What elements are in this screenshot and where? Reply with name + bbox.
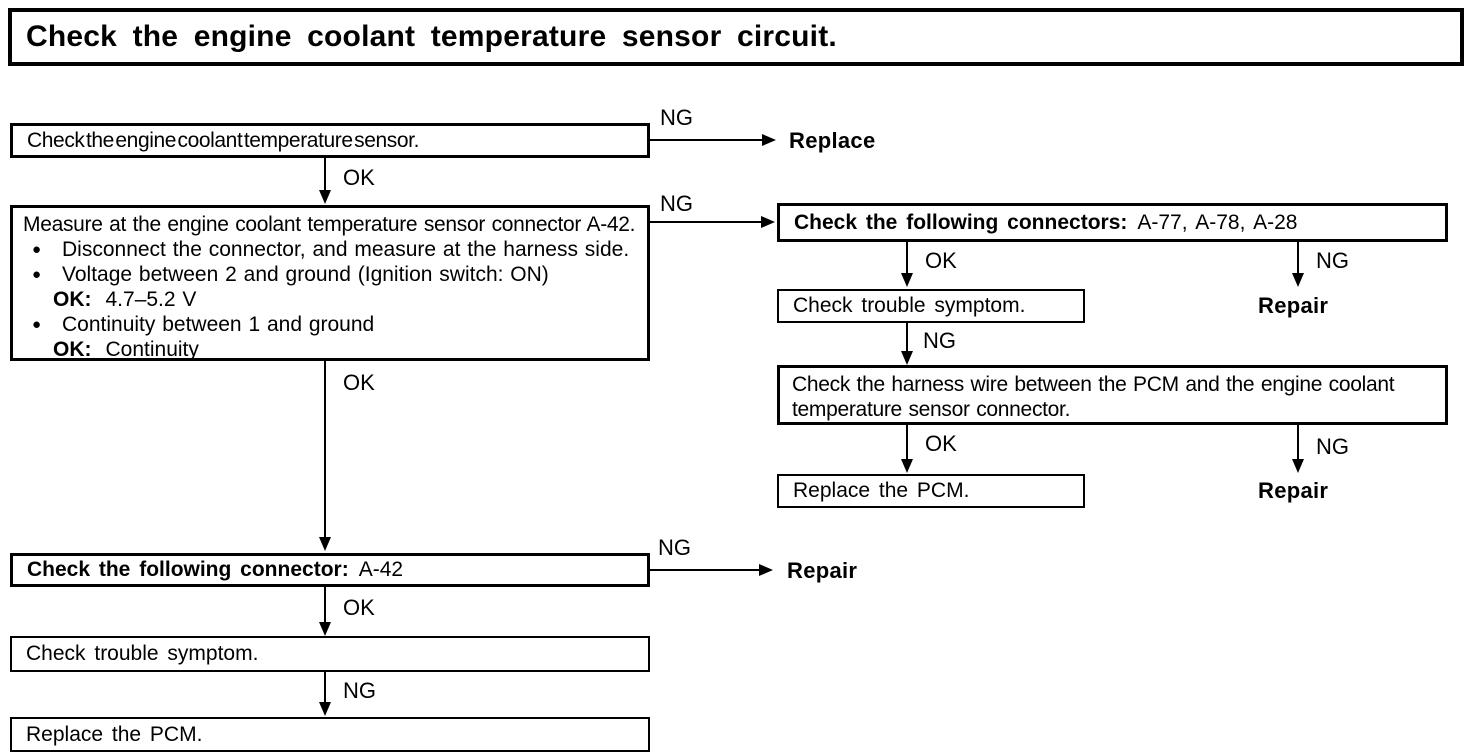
terminal-replace: Replace: [789, 128, 876, 153]
indent-spacer: [23, 288, 53, 312]
measure-bullet-1: Disconnect the connector, and measure at…: [62, 238, 630, 261]
connector-ng-measure-line: [650, 221, 763, 223]
arrow-right-icon: [759, 564, 773, 576]
edge-label-r-ng-2: NG: [923, 328, 956, 353]
edge-label-ok-2: OK: [343, 370, 375, 395]
measure-bullet-2: Voltage between 2 and ground (Ignition s…: [62, 263, 549, 286]
arrow-down-icon: [901, 459, 913, 473]
connector-r-ng-1-line: [1297, 242, 1299, 275]
connector-ng-a42-line: [650, 569, 761, 571]
arrow-down-icon: [319, 537, 331, 551]
measure-ok-value-continuity: Continuity: [105, 338, 199, 361]
edge-label-r-ok-1: OK: [925, 248, 957, 273]
edge-label-ok-3: OK: [343, 595, 375, 620]
connector-ok-2-line: [324, 361, 326, 539]
measure-ok-value-voltage: 4.7–5.2 V: [105, 288, 197, 311]
arrow-down-icon: [1292, 273, 1304, 287]
terminal-repair-a42: Repair: [787, 558, 858, 583]
arrow-down-icon: [319, 622, 331, 636]
connector-r-ng-2-line: [906, 323, 908, 353]
node-measure-connector: Measure at the engine coolant temperatur…: [10, 205, 650, 361]
node-replace-pcm-right: Replace the PCM.: [777, 474, 1085, 508]
edge-label-r-ok-3: OK: [925, 431, 957, 456]
arrow-down-icon: [319, 190, 331, 204]
connector-ng-4-line: [324, 672, 326, 704]
node-check-trouble-symptom-left: Check trouble symptom.: [10, 636, 650, 672]
flowchart-title: Check the engine coolant temperature sen…: [26, 20, 837, 53]
terminal-repair-harness: Repair: [1258, 478, 1329, 503]
edge-label-ng-measure: NG: [660, 191, 693, 216]
measure-heading: Measure at the engine coolant temperatur…: [23, 213, 636, 236]
node-check-trouble-symptom-right: Check trouble symptom.: [777, 289, 1085, 323]
node-replace-pcm-left-text: Replace the PCM.: [26, 722, 203, 746]
node-a42-value: A-42: [358, 558, 404, 582]
edge-label-ng-a42: NG: [658, 535, 691, 560]
measure-ok-label-continuity: OK:: [53, 338, 92, 361]
node-check-connectors: Check the following connectors: A-77, A-…: [777, 203, 1448, 242]
node-trouble-symptom-left-text: Check trouble symptom.: [26, 642, 259, 666]
arrow-right-icon: [761, 216, 775, 228]
node-replace-pcm-left: Replace the PCM.: [10, 717, 650, 752]
bullet-icon: ●: [32, 316, 42, 333]
connector-ok-1-line: [324, 158, 326, 192]
connector-ok-3-line: [324, 587, 326, 624]
arrow-right-icon: [762, 134, 776, 146]
arrow-down-icon: [901, 351, 913, 365]
arrow-down-icon: [319, 702, 331, 716]
flowchart-title-box: Check the engine coolant temperature sen…: [8, 8, 1464, 66]
node-harness-text: Check the harness wire between the PCM a…: [792, 373, 1395, 422]
connector-r-ng-3-line: [1297, 425, 1299, 461]
edge-label-r-ng-1: NG: [1316, 248, 1349, 273]
terminal-repair-connectors: Repair: [1258, 293, 1329, 318]
node-check-coolant-sensor: Check the engine coolant temperature sen…: [10, 123, 650, 158]
edge-label-ok-1: OK: [343, 165, 375, 190]
connector-r-ok-3-line: [906, 425, 908, 461]
node-replace-pcm-right-text: Replace the PCM.: [793, 479, 970, 503]
measure-ok-label-voltage: OK:: [53, 288, 92, 311]
node-check-coolant-sensor-text: Check the engine coolant temperature sen…: [27, 128, 419, 152]
node-connectors-prefix: Check the following connectors:: [794, 210, 1128, 234]
indent-spacer: [23, 338, 53, 362]
edge-label-r-ng-3: NG: [1316, 434, 1349, 459]
arrow-down-icon: [1292, 459, 1304, 473]
node-check-connector-a42: Check the following connector: A-42: [10, 553, 650, 587]
connector-ng-sensor-line: [650, 139, 764, 141]
node-a42-prefix: Check the following connector:: [27, 558, 349, 582]
arrow-down-icon: [901, 273, 913, 287]
measure-bullet-3: Continuity between 1 and ground: [62, 313, 375, 336]
node-trouble-symptom-right-text: Check trouble symptom.: [793, 294, 1026, 318]
edge-label-ng-4: NG: [343, 678, 376, 703]
connector-r-ok-1-line: [906, 242, 908, 275]
bullet-icon: ●: [32, 266, 42, 283]
bullet-icon: ●: [32, 241, 42, 258]
node-check-harness-wire: Check the harness wire between the PCM a…: [777, 365, 1448, 425]
edge-label-ng-sensor: NG: [660, 105, 693, 130]
node-connectors-value: A-77, A-78, A-28: [1137, 210, 1298, 234]
